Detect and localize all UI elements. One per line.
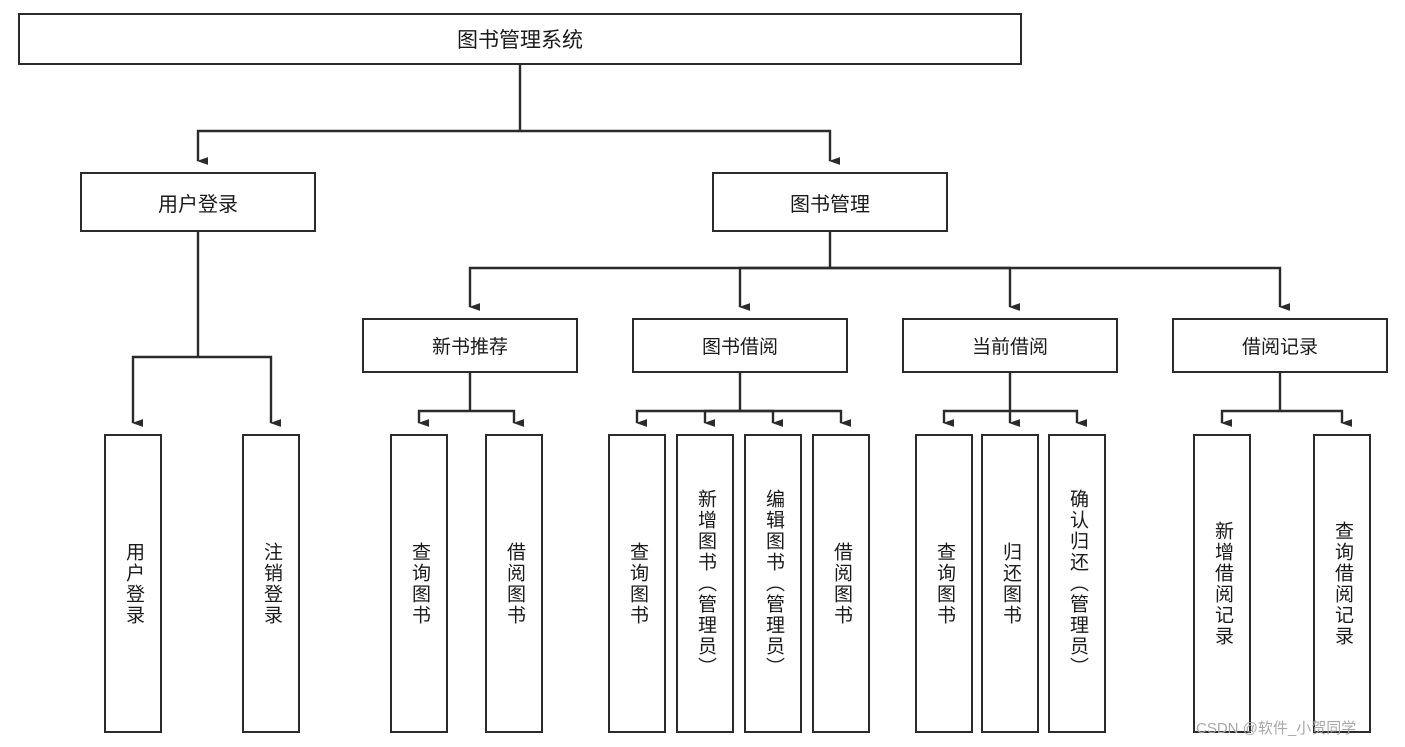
- leaf-node[interactable]: 确认归还（管理员）: [1048, 434, 1106, 733]
- edge-connector: [468, 266, 830, 311]
- edge-connector: [740, 409, 851, 427]
- edge-connector: [1010, 409, 1087, 427]
- edge-connector: [738, 266, 830, 311]
- edge-connector: [520, 129, 840, 165]
- edge-connector: [1280, 409, 1352, 427]
- node-label: 借阅图书: [503, 541, 525, 626]
- edge-connector: [1220, 409, 1280, 427]
- node-label: 借阅记录: [1241, 337, 1318, 358]
- node-label: 新增图书（管理员）: [694, 489, 716, 678]
- leaf-node[interactable]: 用户登录: [104, 434, 162, 733]
- leaf-node[interactable]: 借阅图书: [485, 434, 543, 733]
- leaf-node[interactable]: 归还图书: [981, 434, 1039, 733]
- node-label: 查询图书: [408, 541, 430, 626]
- node-label: 查询图书: [933, 541, 955, 626]
- edge-connector: [198, 355, 281, 427]
- edge-connector: [196, 129, 520, 165]
- root-node[interactable]: 图书管理系统: [18, 13, 1022, 65]
- node-label: 查询图书: [626, 541, 648, 626]
- edge-connector: [942, 409, 1010, 427]
- edge-connector: [470, 409, 524, 427]
- leaf-node[interactable]: 查询图书: [390, 434, 448, 733]
- node-label: 当前借阅: [971, 337, 1048, 358]
- leaf-node[interactable]: 注销登录: [242, 434, 300, 733]
- watermark-credit: CSDN @软件_小贺同学: [1196, 720, 1357, 737]
- branch-node[interactable]: 借阅记录: [1172, 318, 1388, 373]
- branch-node[interactable]: 当前借阅: [902, 318, 1118, 373]
- edge-connector: [635, 409, 740, 427]
- node-label: 新增借阅记录: [1211, 520, 1233, 647]
- leaf-node[interactable]: 新增图书（管理员）: [676, 434, 734, 733]
- node-label: 确认归还（管理员）: [1066, 489, 1088, 678]
- branch-node[interactable]: 图书管理: [712, 172, 948, 232]
- node-label: 图书管理系统: [457, 29, 583, 52]
- edge-connector: [740, 409, 783, 427]
- node-label: 新书推荐: [431, 337, 508, 358]
- edge-connector: [703, 409, 740, 427]
- edge-connector: [830, 266, 1290, 311]
- leaf-node[interactable]: 借阅图书: [812, 434, 870, 733]
- leaf-node[interactable]: 新增借阅记录: [1193, 434, 1251, 733]
- leaf-node[interactable]: 查询图书: [608, 434, 666, 733]
- node-label: 归还图书: [999, 541, 1021, 626]
- leaf-node[interactable]: 编辑图书（管理员）: [744, 434, 802, 733]
- node-label: 图书借阅: [701, 337, 778, 358]
- node-label: 借阅图书: [830, 541, 852, 626]
- node-label: 查询借阅记录: [1331, 520, 1353, 647]
- edge-connector: [830, 266, 1020, 311]
- edge-connector: [417, 409, 470, 427]
- leaf-node[interactable]: 查询图书: [915, 434, 973, 733]
- branch-node[interactable]: 用户登录: [80, 172, 316, 232]
- branch-node[interactable]: 新书推荐: [362, 318, 578, 373]
- node-label: 注销登录: [260, 541, 282, 626]
- branch-node[interactable]: 图书借阅: [632, 318, 848, 373]
- node-label: 编辑图书（管理员）: [762, 489, 784, 678]
- node-label: 用户登录: [158, 193, 238, 216]
- node-label: 图书管理: [790, 193, 870, 216]
- node-label: 用户登录: [122, 541, 144, 626]
- edge-connector: [131, 355, 198, 427]
- leaf-node[interactable]: 查询借阅记录: [1313, 434, 1371, 733]
